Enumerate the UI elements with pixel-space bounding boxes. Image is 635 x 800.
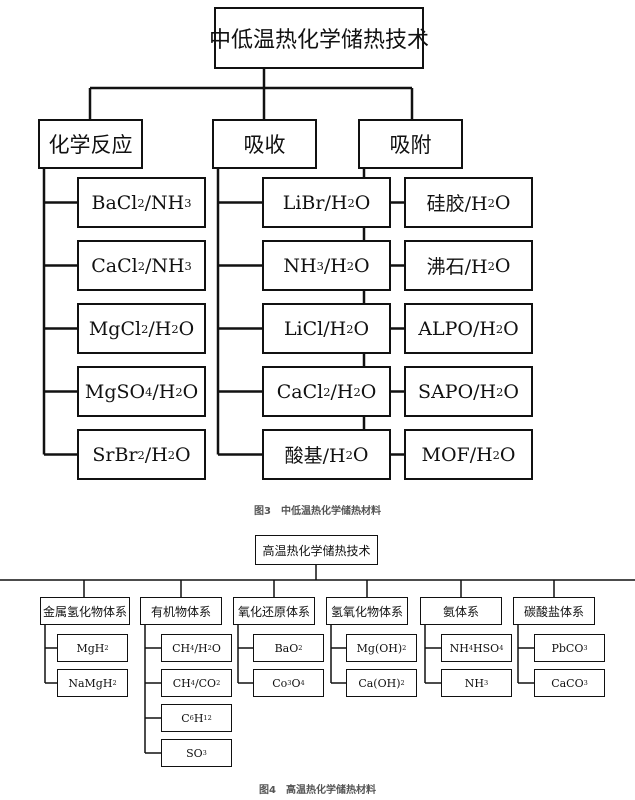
category-node: 碳酸盐体系	[513, 597, 595, 625]
figure-4-caption: 图4 高温热化学储热材料	[259, 785, 376, 796]
category-node: 氢氧化物体系	[326, 597, 408, 625]
category-node: 氨体系	[420, 597, 502, 625]
category-node: 吸收	[212, 119, 317, 169]
figure-4-root-node: 高温热化学储热技术	[255, 535, 378, 565]
material-node: Mg(OH)2	[346, 634, 417, 662]
material-node: Ca(OH)2	[346, 669, 417, 697]
category-node: 化学反应	[38, 119, 143, 169]
figure-3-caption: 图3 中低温热化学储热材料	[254, 506, 381, 517]
category-node: 有机物体系	[140, 597, 222, 625]
category-node: 金属氢化物体系	[40, 597, 130, 625]
figure-3-root-node: 中低温热化学储热技术	[209, 7, 429, 69]
category-node: 吸附	[358, 119, 463, 169]
category-node: 氧化还原体系	[233, 597, 315, 625]
